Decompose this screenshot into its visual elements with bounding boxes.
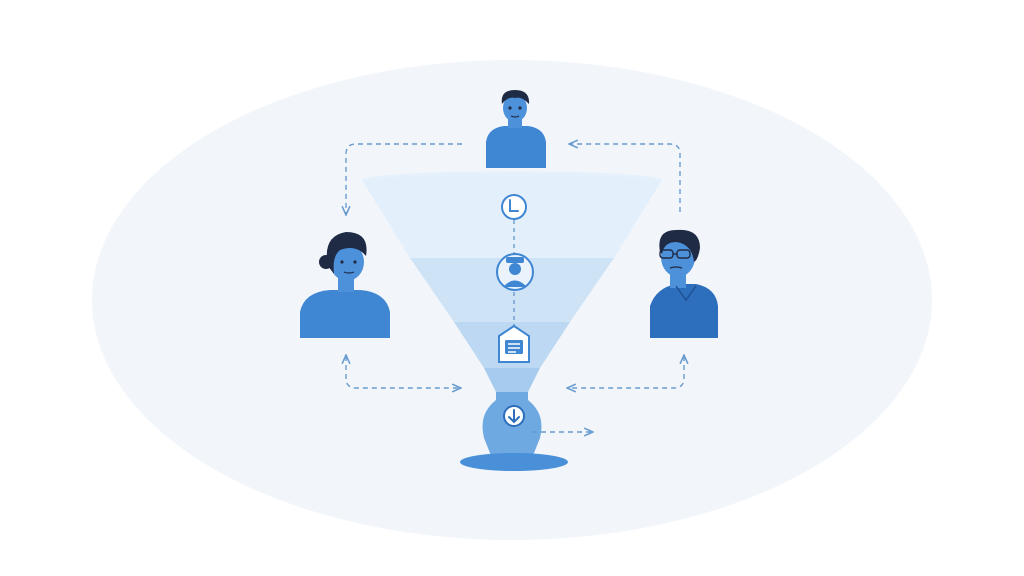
right-person xyxy=(650,229,718,338)
flow-arrows xyxy=(346,144,684,432)
arrow-right-to-top xyxy=(570,144,681,212)
document-house-icon xyxy=(498,324,530,363)
clock-icon xyxy=(501,194,527,220)
funnel-tier-4 xyxy=(484,368,540,392)
funnel-top-rim xyxy=(362,171,662,189)
left-person xyxy=(300,232,390,338)
arrow-left-to-funnel xyxy=(346,356,460,388)
arrow-right-to-funnel xyxy=(568,356,684,388)
person-badge-icon xyxy=(496,253,534,291)
top-person xyxy=(486,90,546,168)
funnel-pool xyxy=(460,453,568,471)
download-icon xyxy=(503,405,525,427)
